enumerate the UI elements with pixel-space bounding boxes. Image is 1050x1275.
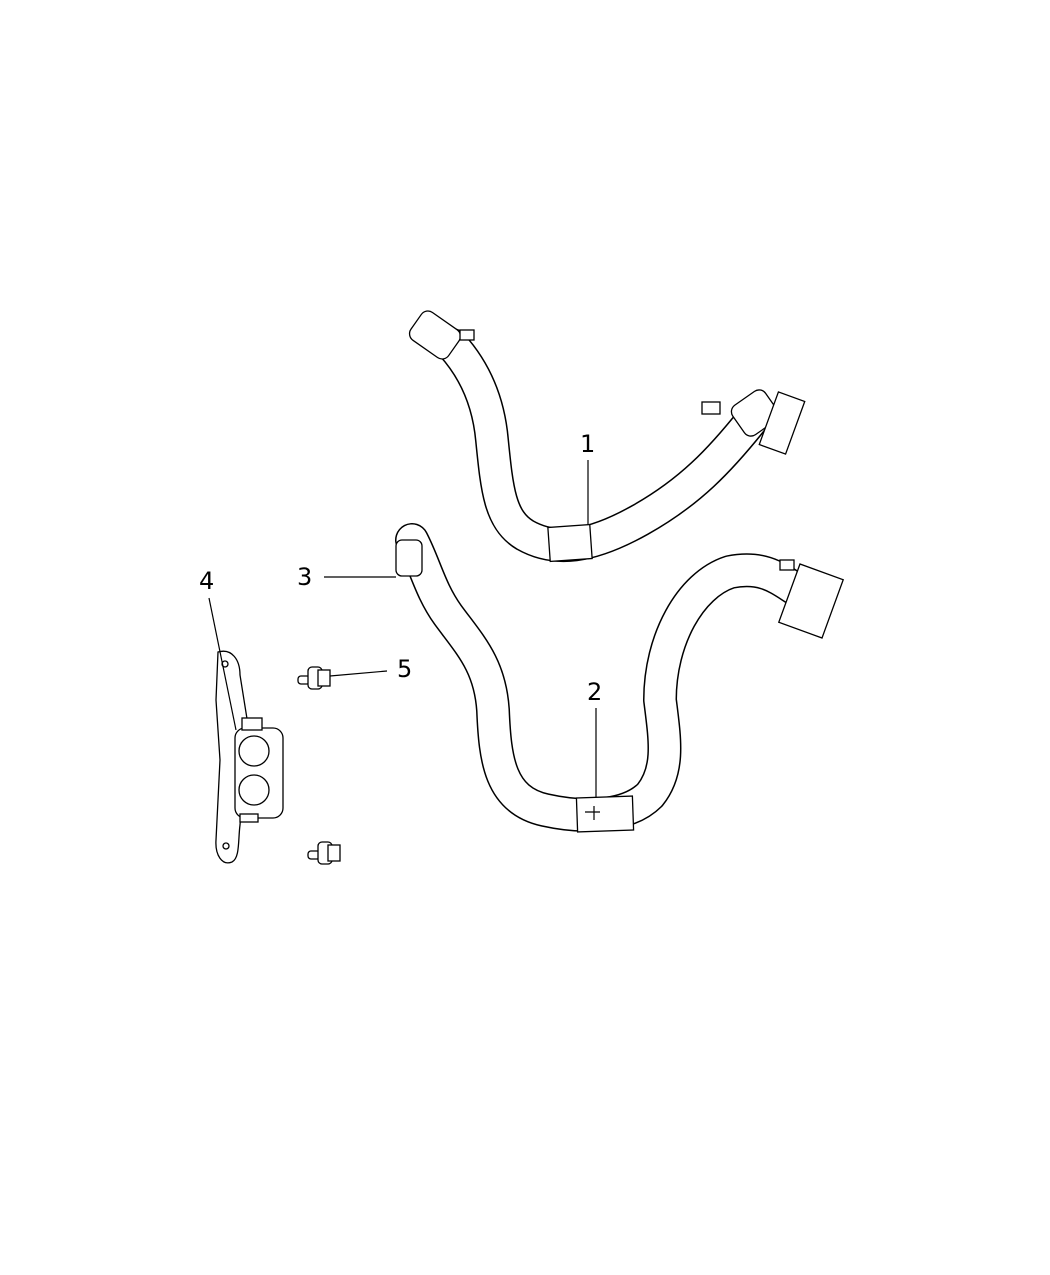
- callout-5: 5: [397, 655, 412, 683]
- bolt: [307, 841, 341, 865]
- callout-3: 3: [297, 563, 312, 591]
- callout-4: 4: [199, 567, 214, 595]
- hose-lower: [395, 523, 845, 833]
- callout-1: 1: [580, 430, 595, 458]
- callout-2: 2: [587, 678, 602, 706]
- leader-5: [329, 670, 388, 677]
- bracket: [215, 650, 284, 864]
- leader-4: [208, 597, 237, 731]
- hose-upper: [408, 310, 806, 563]
- bolt: [297, 666, 331, 690]
